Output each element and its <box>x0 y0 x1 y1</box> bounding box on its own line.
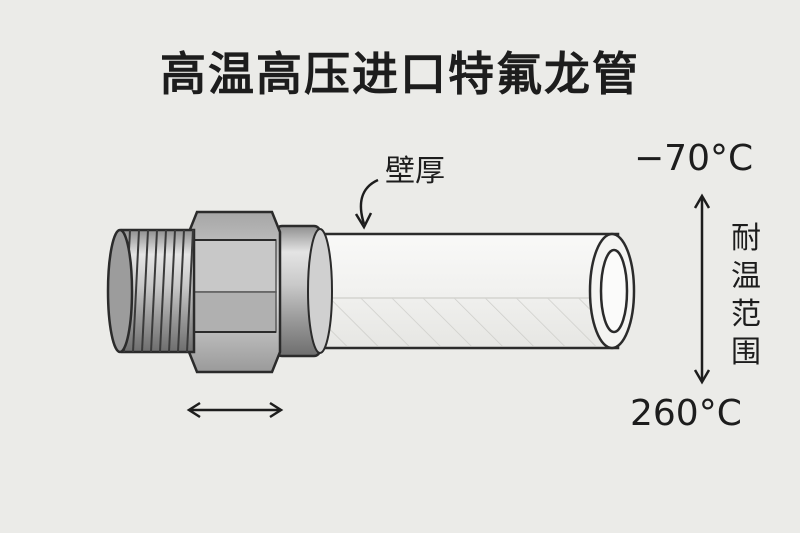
wall-thickness-label: 壁厚 <box>385 154 445 189</box>
ferrule-sleeve <box>274 224 333 358</box>
min-temperature-label: −70°C <box>634 138 754 179</box>
page-title: 高温高压进口特氟龙管 <box>160 47 640 101</box>
hex-nut <box>187 210 282 374</box>
threaded-end <box>106 228 196 354</box>
max-temperature-label: 260°C <box>630 393 742 434</box>
ptfe-tube <box>316 232 636 350</box>
temperature-range-arrow <box>693 193 711 385</box>
double-arrow-icon <box>186 401 284 419</box>
curved-arrow-icon <box>354 178 379 230</box>
temperature-range-label: 耐温范围 <box>731 221 761 370</box>
